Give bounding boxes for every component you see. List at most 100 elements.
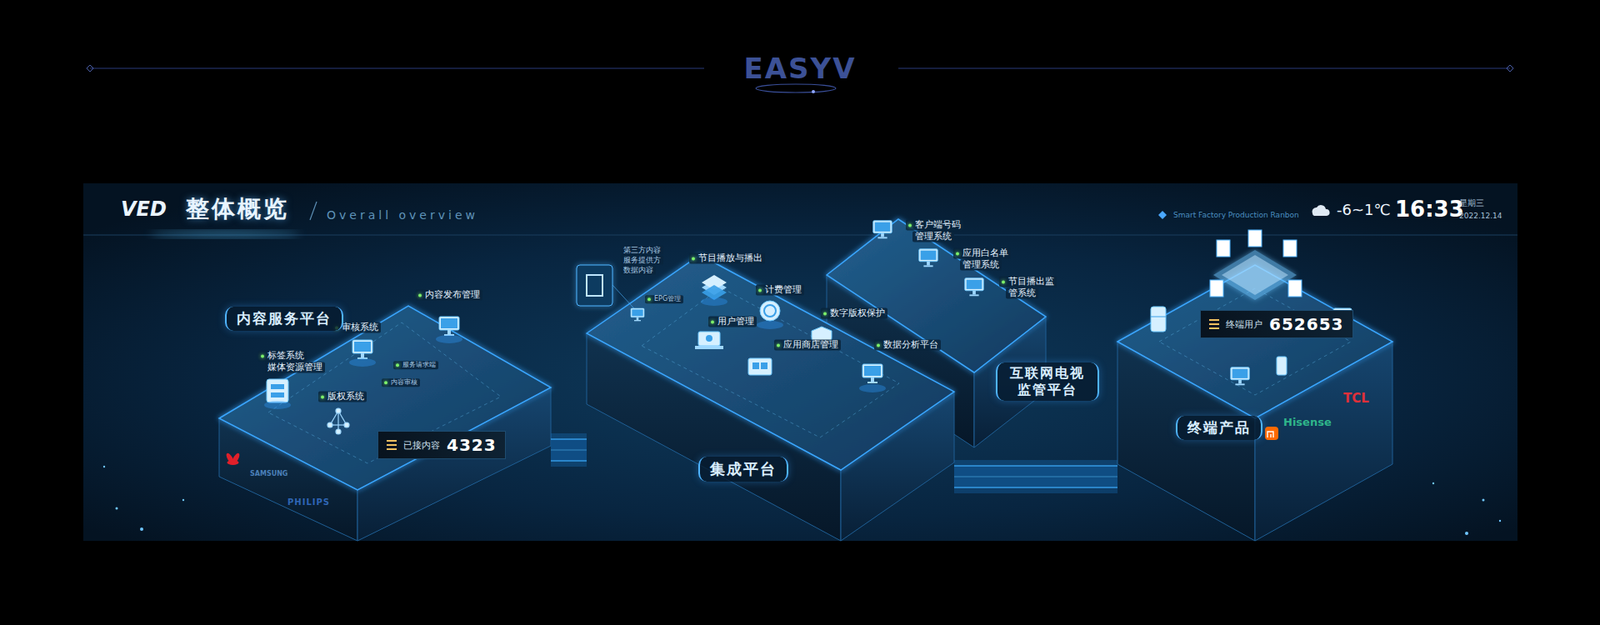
terminal-block-part	[1159, 288, 1351, 395]
terminal-block-part	[1276, 356, 1287, 375]
terminal-block-part	[1150, 306, 1166, 332]
integration-block-part	[576, 265, 613, 306]
dashboard-panel-part	[103, 465, 105, 468]
page-title: 整体概览	[185, 195, 290, 224]
feature-label: 服务请求端	[402, 360, 436, 370]
integration-block-part	[760, 300, 780, 321]
content-block-part	[327, 408, 350, 435]
bullet-dot	[710, 320, 715, 324]
data-band-connector	[550, 439, 587, 461]
platform-name: 集成平台	[710, 460, 777, 478]
top-rule-part	[755, 84, 836, 93]
terminal-block-part	[1267, 431, 1274, 438]
terminal-block-part	[1150, 316, 1166, 318]
label-group: 内容审核	[381, 378, 420, 387]
label-group: 管理系统	[960, 259, 1002, 270]
content-block-part-part	[344, 422, 350, 428]
dashboard-panel-part	[1312, 205, 1330, 216]
platform-tag: 终端产品	[1175, 415, 1263, 440]
top-rule-part	[898, 68, 1510, 70]
terminal-block-part-part	[1283, 240, 1297, 257]
band-body	[550, 439, 587, 461]
label-group: 节目播出监	[999, 275, 1057, 287]
label-group: Smart Factory Production Ranbon	[1173, 210, 1300, 220]
feature-label: 管系统	[1008, 287, 1036, 299]
bullet-dot	[418, 293, 422, 297]
feature-label: 数据内容	[623, 265, 654, 275]
dashboard-panel-part	[1499, 520, 1501, 522]
label-group: 应用白名单	[953, 247, 1011, 259]
label-group: -6~1℃	[1336, 200, 1391, 220]
stat-box: 终端用户652653	[1200, 310, 1354, 339]
label-group: 版权系统	[318, 390, 367, 402]
bullet-dot	[647, 297, 651, 301]
content-block-part-part	[327, 422, 333, 428]
bullet-dot	[955, 251, 960, 255]
feature-label: 版权系统	[327, 390, 365, 402]
label-group: 管系统	[1005, 287, 1039, 299]
integration-block-part	[705, 335, 713, 342]
label-group: 用户管理	[708, 315, 757, 327]
bullet-dot	[395, 363, 400, 367]
terminal-block-part	[1213, 250, 1297, 300]
feature-label: 用户管理	[717, 315, 755, 327]
label-group: 第三方内容	[620, 245, 664, 255]
content-block-part-part	[337, 410, 339, 432]
integration-block-part	[586, 275, 603, 296]
dashboard-panel-part	[140, 527, 144, 531]
bullet-dot	[823, 311, 827, 315]
regulation-block-part	[873, 220, 892, 239]
label-group: PHILIPS	[287, 497, 330, 508]
label-group: 2022.12.14	[1459, 211, 1503, 221]
regulation-block-part	[965, 278, 984, 296]
label-group: TCL	[1343, 390, 1370, 406]
label-group: 数据内容	[620, 265, 656, 275]
label-group: 媒体资源管理	[265, 361, 325, 373]
terminal-block-part	[1265, 426, 1279, 440]
brand-name: TCL	[1343, 390, 1370, 406]
feature-label: 数字版权保护	[830, 307, 885, 319]
stat-box: 已接内容4323	[377, 430, 506, 460]
integration-block-part	[859, 384, 886, 393]
dashboard-panel-part	[1158, 210, 1167, 220]
label-group: 管理系统	[912, 230, 955, 242]
feature-label: 媒体资源管理	[267, 361, 323, 373]
top-rule-part	[1506, 65, 1514, 72]
band-glow	[954, 460, 1118, 494]
integration-block-part	[756, 320, 784, 330]
title-text: 整体概览	[185, 195, 290, 224]
top-rule-part	[811, 90, 815, 94]
label-group: VED	[120, 197, 167, 222]
feature-label: 第三方内容	[623, 245, 661, 255]
label-group: SAMSUNG	[250, 470, 288, 479]
bullet-dot	[691, 256, 695, 260]
clock: 16:33	[1395, 196, 1465, 223]
content-block-part	[270, 392, 285, 398]
stat-value: 4323	[446, 435, 497, 455]
dashboard-panel-part	[1482, 499, 1485, 502]
terminal-block-part	[1221, 255, 1289, 295]
integration-block	[576, 255, 955, 541]
brand-name: PHILIPS	[287, 497, 330, 508]
platform-name: 内容服务平台	[236, 310, 332, 327]
content-block-part	[225, 451, 241, 465]
integration-block-part	[695, 345, 724, 350]
band-edge	[550, 438, 587, 440]
feature-label: 客户端号码	[915, 219, 961, 230]
integration-block-part	[752, 362, 760, 370]
bullet-dot	[776, 343, 780, 347]
dashboard-panel-part	[1465, 531, 1469, 535]
label-group: 数据分析平台	[874, 339, 941, 350]
top-rule-part	[90, 68, 705, 70]
label-group: 内容发布管理	[415, 289, 483, 300]
feature-label: 数据分析平台	[883, 339, 939, 350]
feature-label: 审核系统	[341, 321, 379, 333]
label-group: 应用商店管理	[774, 339, 841, 350]
band-glow	[550, 433, 587, 467]
brand-name: Hisense	[1283, 415, 1332, 430]
content-block-part	[219, 305, 551, 490]
feature-label: 计费管理	[765, 284, 802, 295]
bullet-dot	[908, 223, 912, 227]
band-edge	[954, 465, 1118, 467]
brand-logo: VED	[120, 197, 167, 222]
